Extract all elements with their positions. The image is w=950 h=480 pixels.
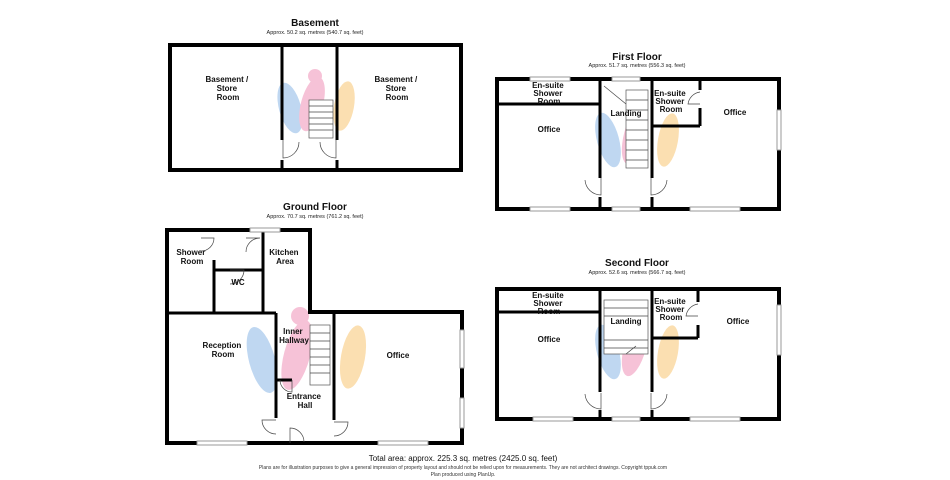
second-floor-area: Approx. 52.6 sq. metres (566.7 sq. feet)	[589, 270, 686, 276]
room-second-office-left: Office	[538, 335, 561, 344]
door-icon	[650, 393, 668, 410]
window	[689, 206, 741, 212]
room-first-ensuite-left: En-suite Shower Room	[532, 81, 566, 106]
ground-floor-plan: Ground Floor Approx. 70.7 sq. metres (76…	[165, 202, 465, 446]
second-floor-stairs	[603, 299, 649, 355]
room-second-landing: Landing	[610, 317, 641, 326]
room-ground-office: Office	[387, 351, 410, 360]
first-floor-stairs	[603, 85, 649, 169]
door-icon	[687, 91, 701, 105]
door-icon	[650, 178, 668, 196]
first-floor-title: First Floor	[612, 52, 662, 63]
room-ground-inner-hallway: Inner Hallway	[279, 327, 309, 345]
room-second-ensuite-left: En-suite Shower Room	[532, 291, 566, 316]
watermark-logo	[246, 307, 367, 394]
footer: Total area: approx. 225.3 sq. metres (24…	[259, 454, 667, 478]
basement-outline	[168, 43, 463, 172]
first-floor-plan: First Floor Approx. 51.7 sq. metres (556…	[495, 52, 782, 212]
basement-stairs	[308, 99, 334, 139]
window	[196, 440, 248, 446]
door-icon	[200, 237, 215, 252]
window	[377, 440, 429, 446]
door-icon	[333, 421, 349, 437]
window	[611, 416, 641, 422]
room-second-office-right: Office	[727, 317, 750, 326]
window	[529, 76, 571, 82]
window	[249, 227, 281, 233]
ground-floor-outline	[165, 228, 464, 445]
window	[529, 206, 571, 212]
window	[776, 109, 782, 151]
window	[532, 416, 574, 422]
basement-area: Approx. 50.2 sq. metres (540.7 sq. feet)	[267, 30, 364, 36]
total-area: Total area: approx. 225.3 sq. metres (24…	[369, 454, 558, 463]
window	[459, 397, 465, 429]
door-icon	[279, 379, 293, 393]
basement-title: Basement	[291, 18, 339, 29]
room-ground-reception: Reception Room	[203, 341, 244, 359]
door-icon	[245, 237, 261, 253]
window	[689, 416, 741, 422]
second-floor-plan: Second Floor Approx. 52.6 sq. metres (56…	[495, 258, 782, 422]
door-icon	[229, 269, 245, 285]
door-icon	[584, 178, 602, 196]
ground-floor-stairs	[309, 324, 331, 386]
door-icon	[282, 140, 300, 159]
window	[776, 304, 782, 356]
room-ground-entrance: Entrance Hall	[287, 392, 323, 410]
door-icon	[319, 140, 337, 159]
produced-by: Plan produced using PlanUp.	[431, 472, 496, 478]
window	[611, 76, 641, 82]
ground-floor-area: Approx. 70.7 sq. metres (761.2 sq. feet)	[267, 214, 364, 220]
room-ground-shower: Shower Room	[176, 248, 207, 266]
window	[459, 329, 465, 369]
room-basement-left: Basement / Store Room	[206, 75, 251, 102]
ground-floor-title: Ground Floor	[283, 202, 347, 213]
second-floor-title: Second Floor	[605, 258, 669, 269]
window	[611, 206, 641, 212]
disclaimer: Plans are for illustration purposes to g…	[259, 465, 667, 471]
room-first-landing: Landing	[610, 109, 641, 118]
room-ground-wc: WC	[231, 278, 245, 287]
room-first-ensuite-right: En-suite Shower Room	[654, 89, 688, 114]
room-ground-kitchen: Kitchen Area	[269, 248, 301, 266]
room-first-office-right: Office	[724, 108, 747, 117]
first-floor-area: Approx. 51.7 sq. metres (556.3 sq. feet)	[589, 63, 686, 69]
door-icon	[289, 427, 305, 443]
room-basement-right: Basement / Store Room	[375, 75, 420, 102]
door-icon	[261, 419, 277, 435]
room-first-office-left: Office	[538, 125, 561, 134]
door-icon	[584, 393, 602, 410]
door-icon	[685, 303, 699, 317]
basement-plan: Basement Approx. 50.2 sq. metres (540.7 …	[168, 18, 463, 172]
room-second-ensuite-right: En-suite Shower Room	[654, 297, 688, 322]
